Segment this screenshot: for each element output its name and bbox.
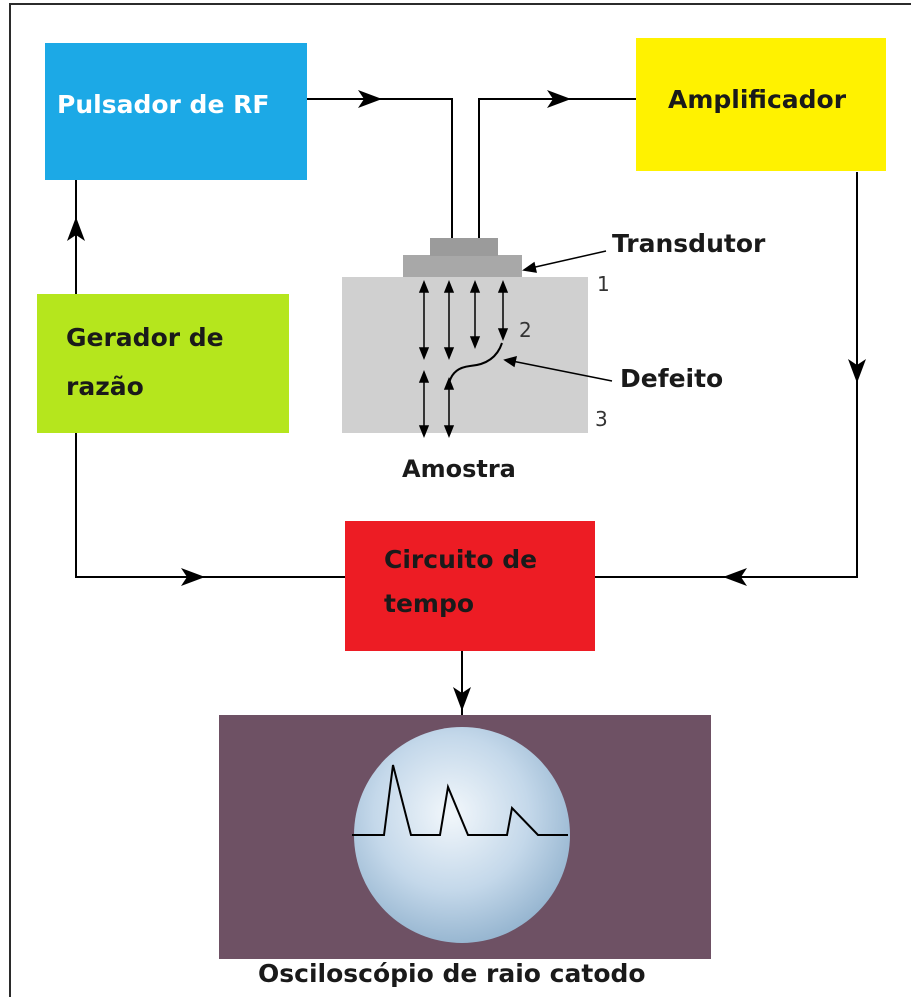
marker-3: 3 xyxy=(595,407,608,431)
arrow-right-icon xyxy=(547,90,571,108)
amplifier-label: Amplificador xyxy=(668,85,847,114)
marker-1: 1 xyxy=(597,272,610,296)
rate-to-timing-line xyxy=(75,433,345,578)
amplifier-block xyxy=(636,38,886,171)
transducer-base xyxy=(403,255,522,277)
sample-label: Amostra xyxy=(402,455,516,483)
rate-generator-label-line2: razão xyxy=(66,372,144,401)
sample-block xyxy=(342,277,588,433)
pulser-to-transducer-line xyxy=(307,98,453,238)
arrow-down-icon xyxy=(453,687,471,711)
rate-generator-block xyxy=(37,294,289,433)
arrow-left-icon xyxy=(723,568,747,586)
defect-curve xyxy=(448,342,503,385)
arrow-up-icon xyxy=(67,217,85,241)
arrow-right-icon xyxy=(181,568,205,586)
defect-label: Defeito xyxy=(620,364,723,393)
amplifier-to-timing-line xyxy=(595,172,858,578)
timing-circuit-label-line2: tempo xyxy=(384,589,475,618)
transducer-top xyxy=(430,238,498,256)
wave-arrows xyxy=(418,279,509,439)
arrow-down-icon xyxy=(848,359,866,383)
signal-arrows xyxy=(67,90,866,711)
timing-circuit-label-line1: Circuito de xyxy=(384,545,538,574)
rate-generator-label-line1: Gerador de xyxy=(66,323,224,352)
timing-circuit-block xyxy=(345,521,595,651)
oscilloscope-label: Osciloscópio de raio catodo xyxy=(258,959,646,988)
oscilloscope-trace xyxy=(352,764,568,836)
marker-2: 2 xyxy=(519,318,532,342)
arrow-right-icon xyxy=(358,90,382,108)
transducer-label: Transdutor xyxy=(612,229,766,258)
signal-lines xyxy=(75,98,858,715)
transducer-to-amplifier-line xyxy=(478,98,636,238)
oscilloscope-screen xyxy=(354,727,570,943)
pointer-lines xyxy=(503,250,613,382)
rf-pulser-block xyxy=(45,43,307,180)
diagram-frame xyxy=(9,3,911,997)
rf-pulser-label: Pulsador de RF xyxy=(57,90,270,119)
